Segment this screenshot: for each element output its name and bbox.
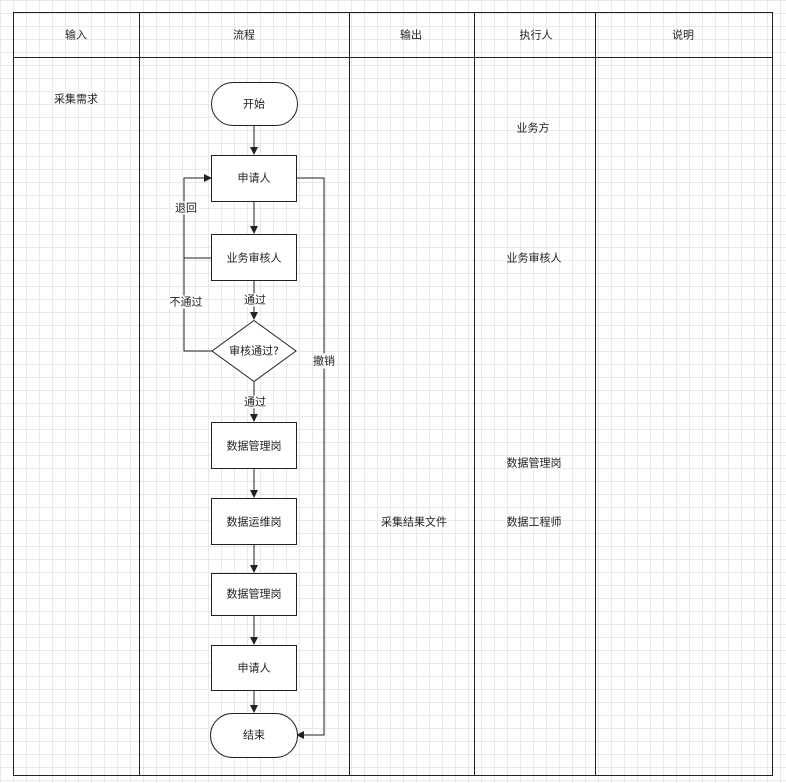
applicant-label: 申请人 bbox=[237, 171, 271, 185]
arrow-applicant-cancel-to-end bbox=[296, 177, 325, 739]
decision-label: 审核通过? bbox=[229, 344, 279, 358]
applicant-node-2 bbox=[211, 645, 297, 691]
header-input: 输入 bbox=[65, 28, 87, 42]
executor-data-engineer: 数据工程师 bbox=[506, 515, 562, 529]
start-node bbox=[211, 82, 298, 126]
arrow-decision-reject-loop bbox=[183, 174, 212, 352]
executor-business: 业务方 bbox=[516, 121, 550, 135]
applicant-node bbox=[211, 155, 297, 202]
flow-nodes bbox=[210, 82, 298, 758]
data-mgmt-label-1: 数据管理岗 bbox=[226, 439, 282, 453]
business-reviewer-label: 业务审核人 bbox=[226, 251, 282, 265]
edge-label-pass-1: 通过 bbox=[243, 293, 267, 307]
table-frame bbox=[13, 12, 773, 776]
table-border bbox=[13, 12, 773, 776]
applicant-label-2: 申请人 bbox=[237, 661, 271, 675]
output-result-file-text: 采集结果文件 bbox=[381, 515, 447, 529]
data-mgmt-node-1 bbox=[211, 422, 297, 469]
edge-label-return: 退回 bbox=[174, 201, 198, 215]
edge-label-pass-2: 通过 bbox=[243, 395, 267, 409]
end-label: 结束 bbox=[243, 728, 265, 742]
data-ops-label: 数据运维岗 bbox=[226, 515, 282, 529]
data-ops-node bbox=[211, 498, 297, 545]
data-mgmt-label-2: 数据管理岗 bbox=[226, 587, 282, 601]
header-notes: 说明 bbox=[672, 28, 694, 42]
business-reviewer-node bbox=[211, 234, 297, 281]
executor-data-manager: 数据管理岗 bbox=[506, 456, 562, 470]
input-requirement-text: 采集需求 bbox=[54, 92, 98, 106]
header-output: 输出 bbox=[400, 28, 422, 42]
start-label: 开始 bbox=[243, 97, 265, 111]
executor-reviewer: 业务审核人 bbox=[506, 251, 562, 265]
end-node bbox=[210, 713, 298, 758]
header-executor: 执行人 bbox=[519, 28, 553, 42]
connectors bbox=[183, 126, 325, 739]
edge-label-cancel: 撤销 bbox=[313, 353, 335, 369]
edge-label-not-pass: 不通过 bbox=[168, 295, 204, 309]
header-process: 流程 bbox=[233, 28, 255, 42]
data-mgmt-node-2 bbox=[211, 573, 297, 616]
decision-node bbox=[211, 319, 297, 383]
